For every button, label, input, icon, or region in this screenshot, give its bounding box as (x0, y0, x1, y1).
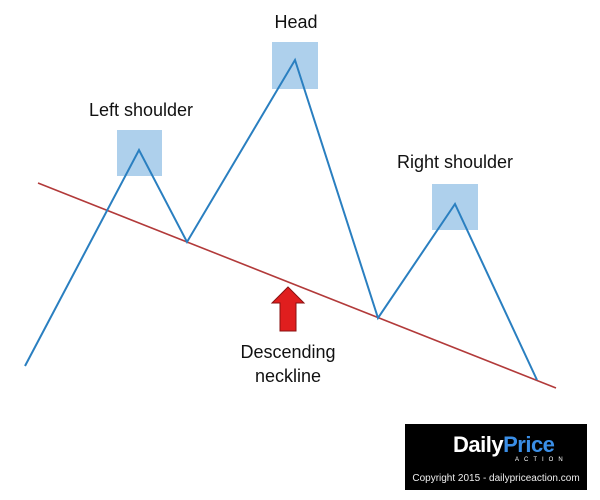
price-line (24, 57, 538, 381)
neckline-label-2: neckline (254, 366, 322, 386)
logo-brand-a: Daily (453, 432, 504, 457)
logo: DailyPrice ACTION Copyright 2015 - daily… (405, 424, 587, 490)
logo-brand-b: Price (503, 432, 555, 457)
neckline-label-1: Descending (240, 342, 336, 362)
up-arrow-icon (270, 286, 306, 332)
logo-brand: DailyPrice (453, 432, 555, 458)
head-label: Head (274, 12, 318, 32)
head-highlight (272, 42, 318, 89)
copyright: Copyright 2015 - dailypriceaction.com (412, 473, 580, 484)
left-shoulder-label: Left shoulder (88, 100, 194, 120)
right-shoulder-label: Right shoulder (396, 152, 514, 172)
logo-sub: ACTION (515, 457, 568, 463)
right-shoulder-highlight (432, 184, 478, 230)
neckline (37, 182, 557, 389)
